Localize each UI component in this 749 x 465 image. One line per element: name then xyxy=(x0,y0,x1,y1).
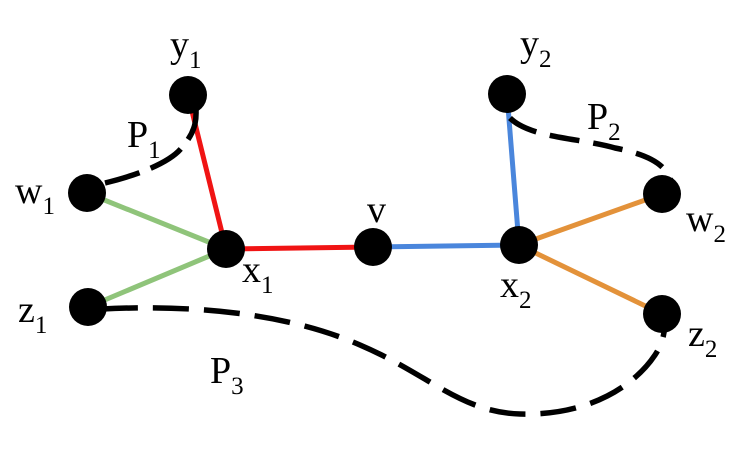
node-label-w2-subscript: 2 xyxy=(713,221,726,248)
node-label-z1-letter: z xyxy=(18,289,35,331)
node-w2 xyxy=(643,175,681,213)
node-z2 xyxy=(643,295,681,333)
node-label-v-letter: v xyxy=(367,189,386,231)
node-label-y2-letter: y xyxy=(520,23,539,65)
edge-x2-z2 xyxy=(516,242,665,317)
node-label-w2: w2 xyxy=(686,198,726,248)
node-label-w2-letter: w xyxy=(686,198,714,240)
path-label-p2-letter: P xyxy=(587,96,608,138)
node-label-y1: y1 xyxy=(170,24,202,74)
edge-w1-x1 xyxy=(84,190,229,252)
path-label-p1-letter: P xyxy=(127,114,148,156)
node-label-z2: z2 xyxy=(688,313,717,363)
path-label-p2-subscript: 2 xyxy=(608,119,621,146)
node-label-y2: y2 xyxy=(520,23,552,73)
path-label-p3: P3 xyxy=(210,350,244,400)
dashed-paths-layer xyxy=(101,99,675,417)
node-label-w1-letter: w xyxy=(15,170,43,212)
node-label-x2-letter: x xyxy=(500,264,519,306)
node-label-z2-subscript: 2 xyxy=(705,336,718,363)
node-z1 xyxy=(69,288,107,326)
node-label-x1-subscript: 1 xyxy=(261,272,274,299)
edge-y2-x2 xyxy=(504,91,522,248)
dashed-path-p1 xyxy=(104,99,199,186)
node-label-y1-letter: y xyxy=(170,24,189,66)
dashed-path-p2 xyxy=(508,115,675,186)
node-y2 xyxy=(488,75,526,113)
edge-v-x2 xyxy=(370,242,522,250)
node-label-w1: w1 xyxy=(15,170,55,220)
node-label-y2-subscript: 2 xyxy=(539,46,552,73)
node-w1 xyxy=(68,174,106,212)
path-label-p1: P1 xyxy=(127,114,161,164)
node-label-x1: x1 xyxy=(242,249,274,299)
path-label-p2: P2 xyxy=(587,96,621,146)
node-label-x2: x2 xyxy=(500,264,532,314)
node-label-w1-subscript: 1 xyxy=(42,193,55,220)
path-label-p3-letter: P xyxy=(210,350,231,392)
node-y1 xyxy=(169,76,207,114)
node-label-x2-subscript: 2 xyxy=(519,287,532,314)
edge-x2-w2 xyxy=(516,191,665,248)
edge-z1-x1 xyxy=(85,246,229,310)
edge-x1-v xyxy=(223,244,376,252)
node-label-z2-letter: z xyxy=(688,313,705,355)
node-v xyxy=(354,228,392,266)
dashed-path-p3 xyxy=(101,305,668,417)
node-label-z1-subscript: 1 xyxy=(35,312,48,339)
node-label-x1-letter: x xyxy=(242,249,261,291)
node-label-y1-subscript: 1 xyxy=(189,47,202,74)
node-label-v: v xyxy=(367,189,386,231)
nodes-layer xyxy=(68,75,681,333)
node-label-z1: z1 xyxy=(18,289,47,339)
node-x1 xyxy=(207,230,245,268)
path-label-p1-subscript: 1 xyxy=(148,137,161,164)
node-x2 xyxy=(500,226,538,264)
path-label-p3-subscript: 3 xyxy=(231,373,244,400)
